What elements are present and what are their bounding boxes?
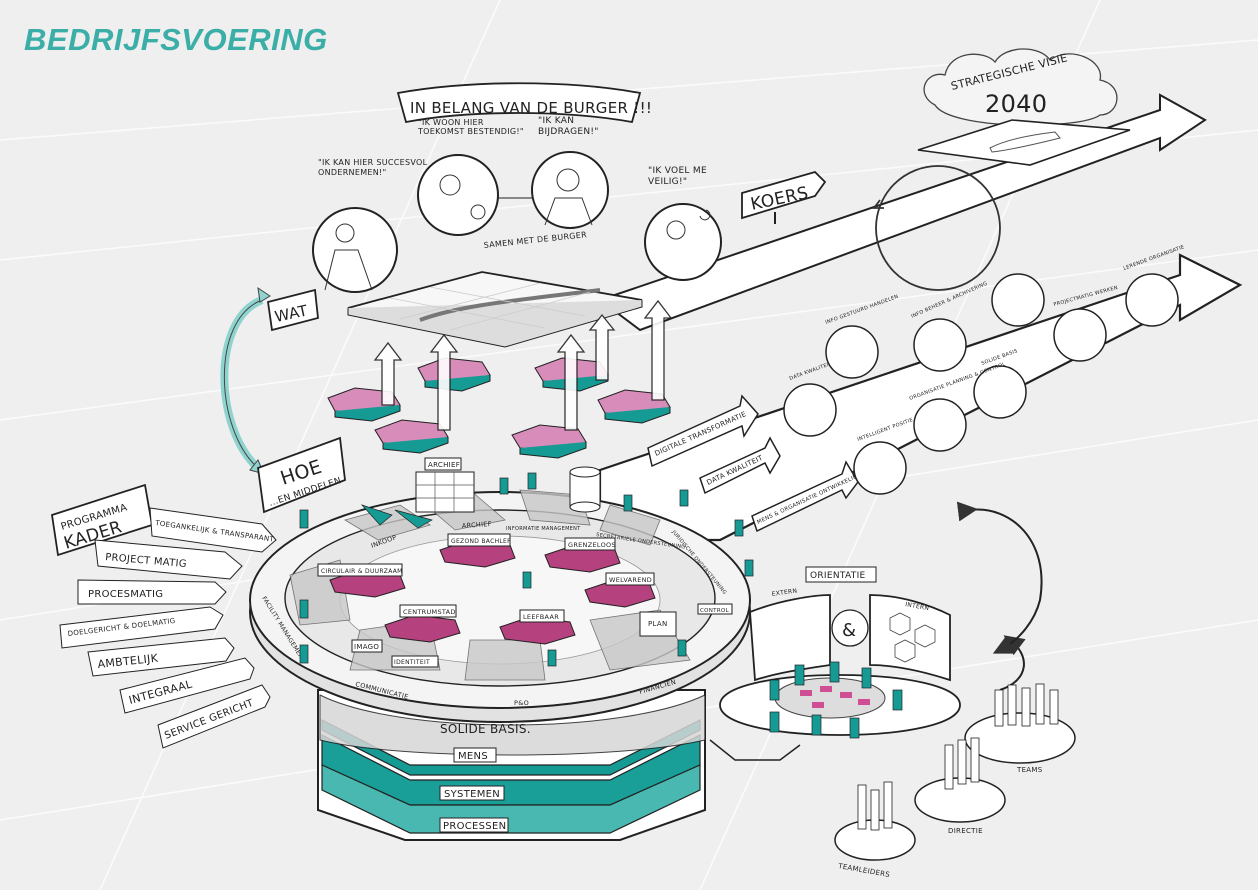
svg-text:INFO BEHEER & ARCHIVERING: INFO BEHEER & ARCHIVERING xyxy=(910,281,988,320)
teamleiders-label: TEAMLEIDERS xyxy=(837,862,891,879)
data-cylinder xyxy=(569,466,601,513)
teams-platform xyxy=(964,712,1076,764)
goal-leefbaar: LEEFBAAR xyxy=(523,613,559,621)
extern-label: EXTERN xyxy=(771,587,797,598)
directie-platform xyxy=(914,777,1006,823)
ampersand: & xyxy=(842,620,856,641)
foundation: SOLIDE BASIS. MENS SYSTEMEN PROCESSEN xyxy=(317,689,706,841)
step-info-beheer xyxy=(913,318,967,372)
city-map-plane xyxy=(347,271,643,348)
tag-doelgericht: DOELGERICHT & DOELMATIG xyxy=(59,606,224,649)
sign-control: CONTROL xyxy=(700,608,730,614)
step-projectmatig xyxy=(1053,308,1107,362)
step-planning-control xyxy=(913,398,967,452)
resident-portrait xyxy=(417,154,499,236)
layer-systemen: SYSTEMEN xyxy=(444,789,500,800)
layer-processen: PROCESSEN xyxy=(443,821,506,832)
section-po: P&O xyxy=(514,699,529,707)
orientation-label: ORIENTATIE xyxy=(810,571,866,581)
svg-text:AMBTELIJK: AMBTELIJK xyxy=(97,652,159,671)
layer-mens: MENS xyxy=(458,751,488,762)
wat-box: WAT xyxy=(266,288,319,332)
citizen-banner: IN BELANG VAN DE BURGER !!! xyxy=(396,82,652,124)
wat-hoe-cycle-arrow xyxy=(220,296,264,471)
cycle-icon xyxy=(875,165,1001,291)
contributor-portrait xyxy=(531,151,609,229)
goal-welvarend: WELVAREND xyxy=(609,576,652,584)
foundation-title: SOLIDE BASIS. xyxy=(440,722,531,736)
sign-identiteit: IDENTITEIT xyxy=(394,659,430,666)
upward-arrows xyxy=(373,299,673,431)
intern-label: INTERN xyxy=(905,601,930,612)
goal-gezond: GEZOND BACHLEF xyxy=(451,538,511,545)
citizen-portraits xyxy=(312,151,722,293)
platform-people xyxy=(299,472,754,667)
sign-archief: ARCHIEF xyxy=(428,461,460,469)
group-platforms: TEAMS DIRECTIE TEAMLEIDERS xyxy=(709,683,1076,879)
section-archief: ARCHIEF xyxy=(462,520,492,530)
koers-sign: KOERS xyxy=(741,170,827,224)
section-informatie-management: INFORMATIE MANAGEMENT xyxy=(506,526,581,532)
vision-year: 2040 xyxy=(985,90,1047,118)
teams-label: TEAMS xyxy=(1016,766,1043,774)
safe-citizen-portrait xyxy=(644,203,722,281)
tag-ambtelijk: AMBTELIJK xyxy=(87,637,235,677)
hoe-box: HOE ...EN MIDDELEN xyxy=(257,436,346,514)
step-solide-basis xyxy=(973,365,1027,419)
main-platform: GEZOND BACHLEF CIRCULAIR & DUURZAAM GREN… xyxy=(249,457,754,723)
step-data-kwaliteit xyxy=(783,383,837,437)
directie-label: DIRECTIE xyxy=(948,827,983,835)
goal-centrumstad: CENTRUMSTAD xyxy=(403,608,456,616)
program-tags: TOEGANKELIJK & TRANSPARANT PROJECT MATIG… xyxy=(59,507,277,749)
page-title: BEDRIJFSVOERING xyxy=(24,22,328,57)
svg-text:PROCESMATIG: PROCESMATIG xyxy=(88,589,163,600)
feedback-arrow xyxy=(956,501,1043,654)
step-intelligent-positie xyxy=(853,441,907,495)
tag-projectmatig: PROJECT MATIG xyxy=(94,539,243,580)
sign-plan: PLAN xyxy=(648,620,668,628)
tag-toegankelijk: TOEGANKELIJK & TRANSPARANT xyxy=(149,507,277,553)
tag-procesmatig: PROCESMATIG xyxy=(77,579,227,605)
goal-grenzeloos: GRENZELOOS xyxy=(568,541,616,549)
svg-text:LERENDE ORGANISATIE: LERENDE ORGANISATIE xyxy=(1123,244,1186,272)
together-label: SAMEN MET DE BURGER xyxy=(483,230,587,250)
step-info-gestuurd xyxy=(825,325,879,379)
archive-cabinet xyxy=(415,471,475,513)
sign-imago: IMAGO xyxy=(354,643,379,651)
step-lerende-organisatie xyxy=(1125,273,1179,327)
svg-text:INFO GESTUURD HANDELEN: INFO GESTUURD HANDELEN xyxy=(825,294,900,326)
banner-text: IN BELANG VAN DE BURGER !!! xyxy=(410,99,652,117)
step-lock xyxy=(991,273,1045,327)
goal-circulair: CIRCULAIR & DUURZAAM xyxy=(321,568,403,575)
svg-text:DATA KWALITEIT: DATA KWALITEIT xyxy=(789,361,834,382)
vision-cloud: STRATEGISCHE VISIE 2040 xyxy=(917,48,1131,166)
floating-goal-plates xyxy=(327,357,671,459)
orientation-section: ORIENTATIE EXTERN INTERN & xyxy=(719,501,1043,739)
